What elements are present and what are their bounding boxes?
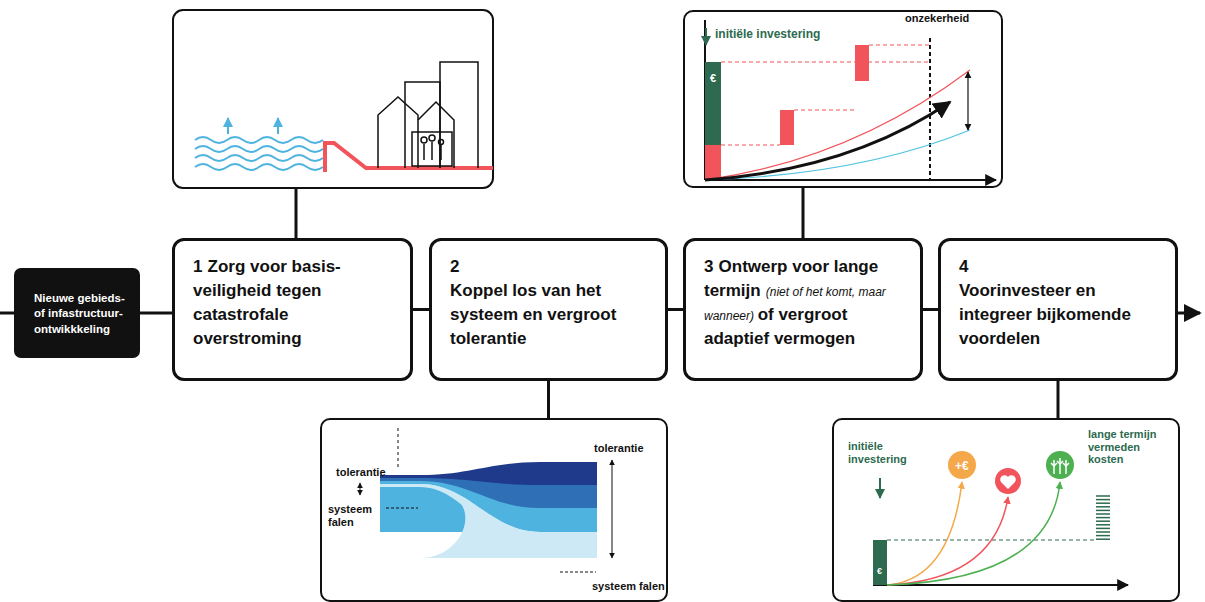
illustration-panel: initiële investering € onzekerheid xyxy=(683,10,1003,188)
figure-label: tolerantie xyxy=(594,442,644,455)
text-wrap: 3Ontwerp voor lange termijn(niet of het … xyxy=(704,255,904,352)
step-text: Voorinvesteer en integreer bijkomende vo… xyxy=(959,281,1131,348)
connector xyxy=(923,308,938,311)
step-number: 1 xyxy=(193,257,202,276)
figure-label: systeem falen xyxy=(592,580,665,593)
step-box: 3Ontwerp voor lange termijn(niet of het … xyxy=(683,238,923,381)
text-wrap: 4Voorinvesteer en integreer bijkomende v… xyxy=(959,255,1159,352)
connector xyxy=(802,188,805,238)
connector xyxy=(668,308,683,311)
illustration-panel: initiële investering € +€ lange termijn ver… xyxy=(832,418,1180,602)
connector xyxy=(413,308,429,311)
step-box: 4Voorinvesteer en integreer bijkomende v… xyxy=(938,238,1178,381)
connector xyxy=(140,312,172,315)
figure-label: lange termijn vermeden kosten xyxy=(1088,428,1178,466)
illustration-panel: tolerantie systeem falen tolerantie systeem… xyxy=(320,418,668,602)
step-text: Koppel los van het systeem en vergroot t… xyxy=(450,281,616,348)
co-benefits-graph xyxy=(873,451,1128,585)
connector xyxy=(547,381,550,418)
text-wrap: Nieuwe gebieds- of infastructuur-ontwikk… xyxy=(34,291,130,337)
step-number: 2 xyxy=(450,255,649,279)
figure-label: € xyxy=(710,72,716,85)
step-number: 4 xyxy=(959,255,1159,279)
investment-graph xyxy=(705,20,996,180)
step-text: Nieuwe gebieds- of infastructuur-ontwikk… xyxy=(34,291,130,337)
figure-label: systeem falen xyxy=(328,503,372,528)
figure-label: tolerantie xyxy=(336,466,386,479)
step-box: 2Koppel los van het systeem en vergroot … xyxy=(429,238,668,381)
tolerance-bands xyxy=(360,428,612,572)
text-wrap: 1Zorg voor basis-veiligheid tegen catast… xyxy=(193,255,394,352)
connector xyxy=(1057,381,1060,418)
figure-label: onzekerheid xyxy=(903,12,971,25)
figure-label: initiële investering xyxy=(848,440,918,465)
text-wrap: 2Koppel los van het systeem en vergroot … xyxy=(450,255,649,352)
step-number: 3 xyxy=(704,257,713,276)
timeline-arrow xyxy=(1178,312,1200,315)
step-box: 1Zorg voor basis-veiligheid tegen catast… xyxy=(172,238,413,381)
flood-illustration xyxy=(173,10,493,238)
figure-label: +€ xyxy=(955,460,969,474)
figure-label: € xyxy=(877,566,882,576)
start-box: Nieuwe gebieds- of infastructuur-ontwikk… xyxy=(14,268,140,358)
step-text: Zorg voor basis-veiligheid tegen catastr… xyxy=(193,257,341,348)
figure-label: initiële investering xyxy=(715,28,820,42)
